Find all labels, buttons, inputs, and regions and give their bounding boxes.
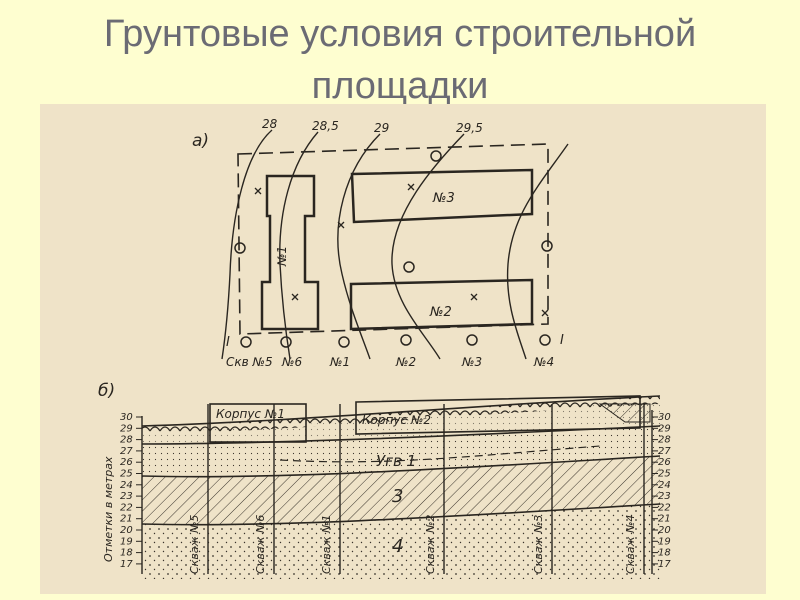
level-label: 26 — [658, 457, 671, 468]
plan-borehole-label-4: №4 — [533, 355, 554, 369]
layer-1-fill — [142, 402, 660, 444]
section-mark-right: I — [560, 333, 564, 348]
level-label: 23 — [658, 491, 671, 502]
section-borehole-label-3: Скваж №3 — [532, 515, 545, 574]
level-label: 30 — [120, 412, 133, 423]
axis-title: Отметки в метрах — [102, 456, 115, 562]
section-borehole-label-5: Скваж №5 — [188, 515, 201, 574]
plan-building-2-label: №2 — [429, 305, 452, 320]
figure-drawing: а) №1 №3 №2 28 28,5 29 29,5 — [98, 117, 671, 579]
contour-label-28-5: 28,5 — [312, 119, 339, 133]
borehole-marker — [430, 150, 442, 162]
level-label: 19 — [120, 536, 133, 547]
layer-2-fill — [142, 426, 660, 477]
level-label: 24 — [658, 480, 671, 491]
level-label: 19 — [658, 536, 671, 547]
borehole-marker — [541, 240, 553, 252]
section-borehole-label-1: Скваж №1 — [320, 515, 333, 574]
layer-4-fill — [142, 504, 660, 579]
contour-label-29-5: 29,5 — [456, 121, 483, 135]
plan-building-2 — [349, 278, 534, 331]
level-label: 17 — [120, 559, 133, 570]
borehole-marker — [338, 336, 350, 348]
plan-building-1 — [260, 174, 320, 331]
borehole-marker — [466, 334, 478, 346]
level-label: 21 — [120, 514, 133, 525]
plan-borehole-label-5: Скв №5 — [226, 355, 273, 369]
section-label: б) — [98, 381, 115, 401]
layer-boundary-2 — [141, 455, 661, 478]
section-building-2 — [355, 395, 641, 435]
layer-label-groundwater: Угв 1 — [376, 452, 416, 470]
layer-label-4: 4 — [392, 536, 403, 557]
level-label: 18 — [658, 548, 671, 559]
contour-line-28-5 — [279, 131, 319, 360]
section-mark-left: I — [226, 335, 230, 350]
level-label: 25 — [658, 469, 671, 480]
plan-building-3-label: №3 — [432, 191, 455, 206]
borehole-marker — [234, 242, 246, 254]
contour-line-30 — [506, 143, 569, 360]
level-label: 21 — [658, 514, 671, 525]
plan-borehole-label-3: №3 — [461, 355, 482, 369]
borehole-marker — [280, 336, 292, 348]
section-borehole-label-6: Скваж №6 — [254, 515, 267, 574]
level-label: 27 — [120, 446, 133, 457]
layer-3-fill — [142, 456, 660, 525]
section-borehole-label-2: Скваж №2 — [424, 515, 437, 574]
level-label: 29 — [658, 423, 671, 434]
level-label: 26 — [120, 457, 133, 468]
contour-label-28: 28 — [262, 117, 278, 131]
level-label: 17 — [658, 559, 671, 570]
level-label: 24 — [120, 480, 133, 491]
borehole-marker — [240, 336, 252, 348]
plan-building-1-label: №1 — [275, 246, 289, 267]
topsoil-fill — [142, 396, 660, 434]
level-label: 20 — [120, 525, 133, 536]
geological-section: б) Корпус №1 Корпус №2 Угв 1 3 4 — [98, 381, 671, 579]
section-building-2-label: Корпус №2 — [362, 413, 431, 427]
level-label: 30 — [658, 412, 671, 423]
slide-title-line-1: Грунтовые условия строительной — [103, 13, 697, 55]
plan-borehole-label-1: №1 — [329, 355, 350, 369]
level-label: 23 — [120, 491, 133, 502]
plan-label: а) — [192, 131, 209, 151]
level-label: 27 — [658, 446, 671, 457]
section-building-1-label: Корпус №1 — [216, 407, 285, 421]
contour-line-29-5 — [391, 133, 465, 360]
plan-borehole-label-2: №2 — [395, 355, 416, 369]
section-borehole-label-4: Скваж №4 — [624, 515, 637, 574]
site-plan: а) №1 №3 №2 28 28,5 29 29,5 — [192, 117, 569, 369]
level-label: 29 — [120, 423, 133, 434]
section-building-1 — [209, 403, 307, 443]
borehole-marker — [403, 261, 415, 273]
groundwater-line — [279, 445, 601, 463]
layer-label-3: 3 — [392, 486, 403, 507]
slide-title-line-2: площадки — [311, 65, 489, 107]
contour-label-29: 29 — [374, 121, 389, 135]
contour-line-29 — [337, 133, 381, 360]
contour-line-28 — [221, 129, 273, 360]
fill-wedge — [598, 403, 651, 423]
level-label: 28 — [658, 435, 671, 446]
plan-building-3 — [350, 168, 534, 224]
plan-borehole-label-6: №6 — [281, 355, 302, 369]
layer-boundary-3 — [141, 503, 661, 526]
level-label: 25 — [120, 469, 133, 480]
ground-surface-line — [141, 395, 661, 427]
level-label: 20 — [658, 525, 671, 536]
construction-site-figure: а) №1 №3 №2 28 28,5 29 29,5 — [40, 104, 766, 594]
level-label: 22 — [658, 502, 671, 513]
site-boundary — [237, 143, 549, 335]
level-label: 28 — [120, 435, 133, 446]
borehole-marker — [539, 334, 551, 346]
borehole-marker — [400, 334, 412, 346]
level-label: 18 — [120, 548, 133, 559]
level-label: 22 — [120, 502, 133, 513]
test-pit-marks — [254, 183, 549, 317]
